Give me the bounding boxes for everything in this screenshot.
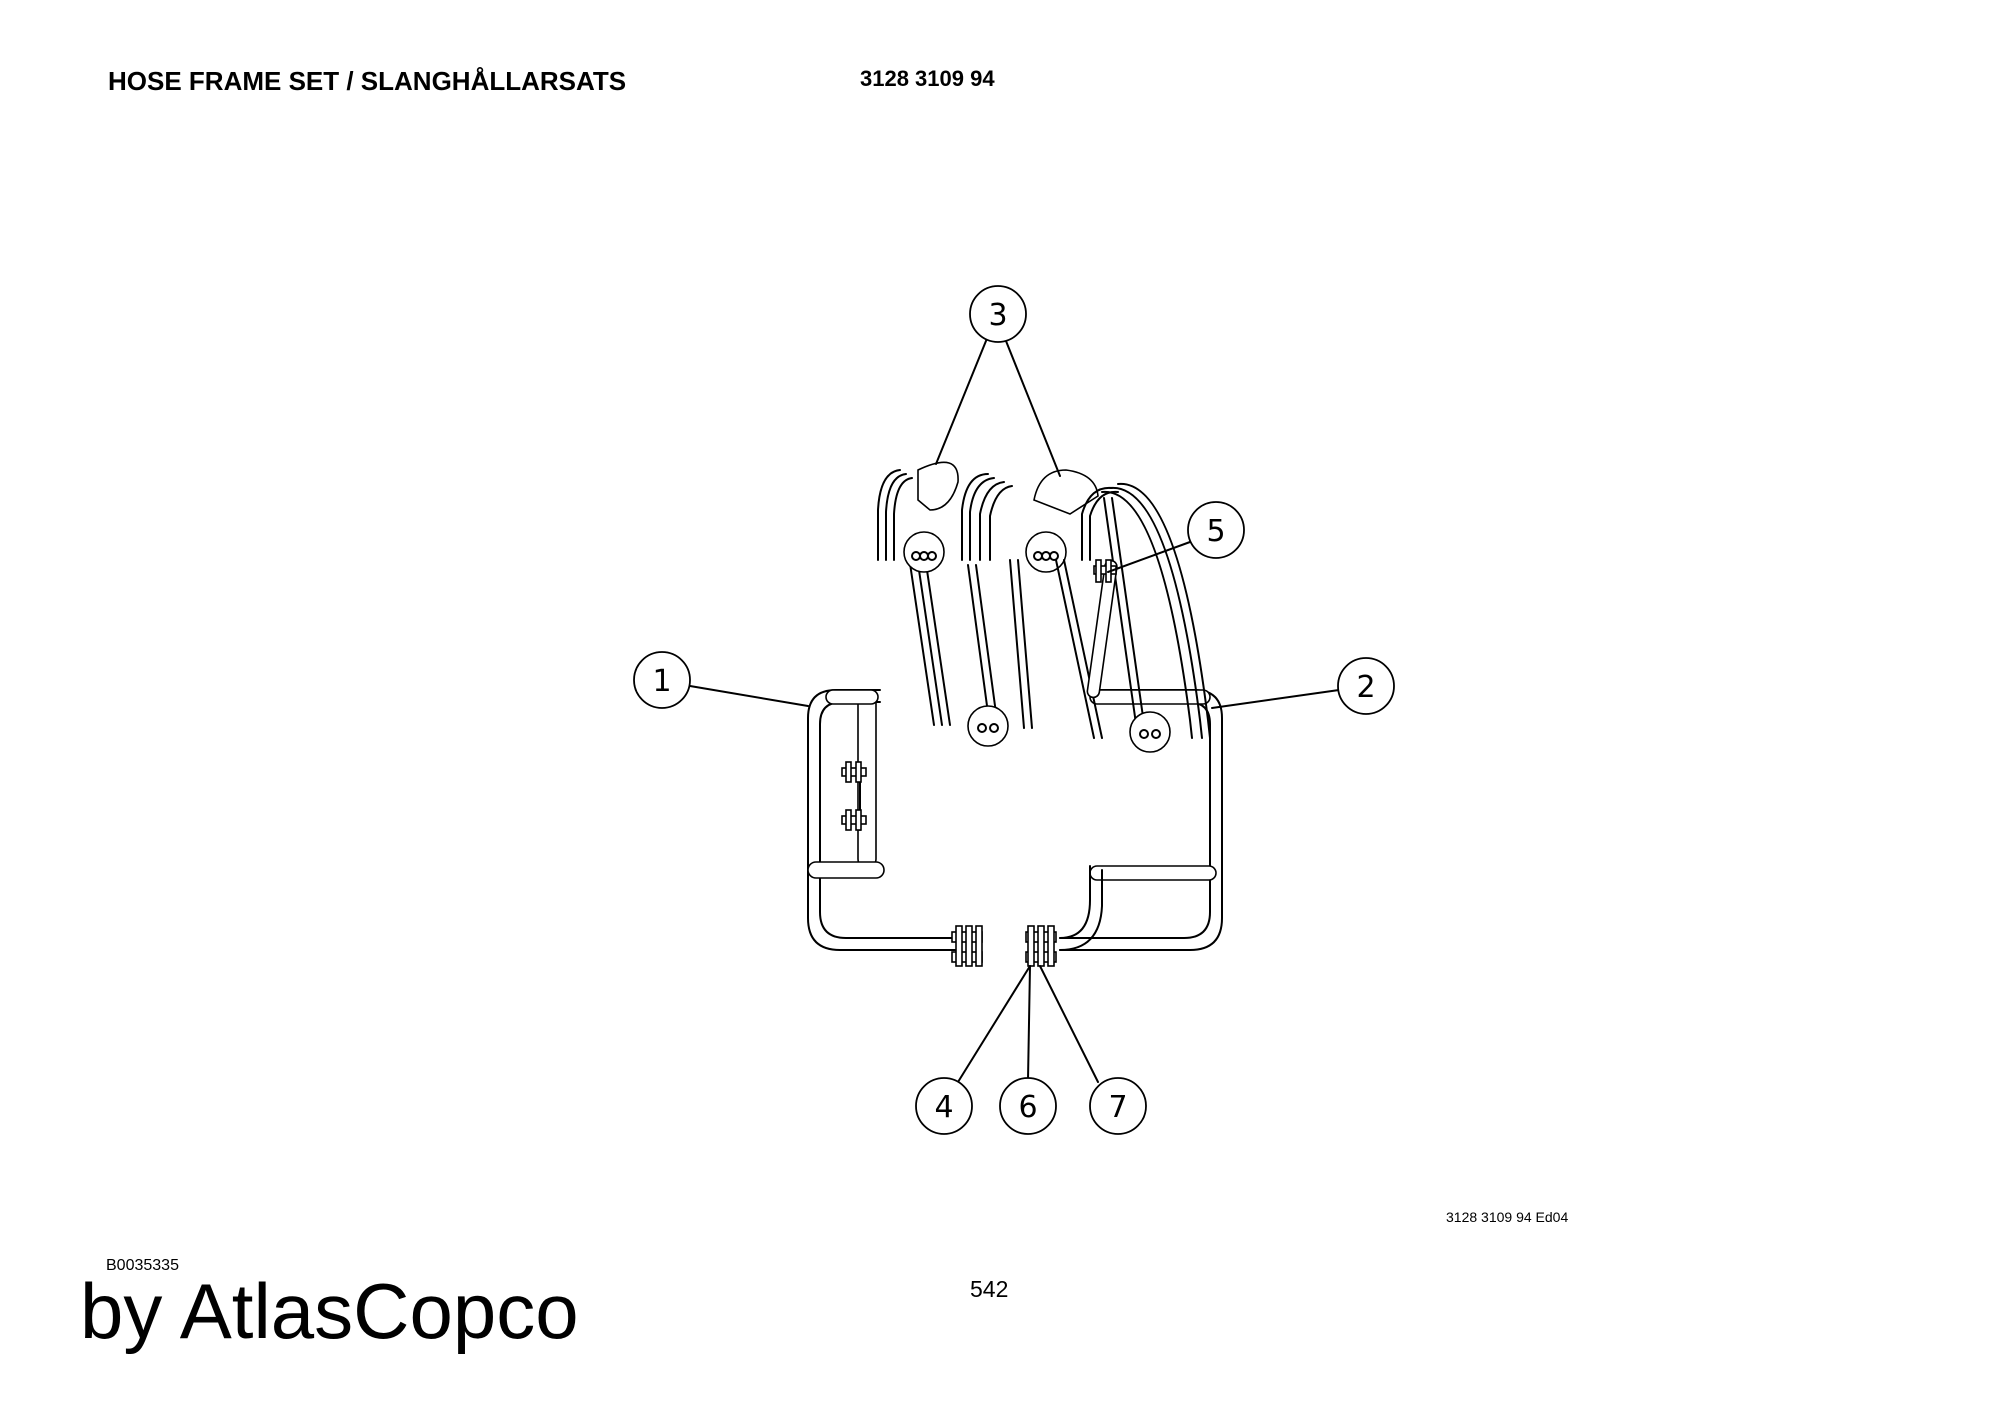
callout-4: 4 [915,1077,973,1135]
callout-2: 2 [1337,657,1395,715]
callout-7: 7 [1089,1077,1147,1135]
callout-6-label: 6 [1018,1090,1037,1125]
callout-2-label: 2 [1356,670,1375,705]
callout-3-label: 3 [988,298,1007,333]
callout-5: 5 [1187,501,1245,559]
left-flange [951,925,983,967]
left-hose-frame [807,689,983,967]
hose-bundle-right [1025,469,1211,753]
callout-4-label: 4 [934,1090,953,1125]
callout-5-label: 5 [1206,514,1225,549]
left-clamp-lower [841,809,867,831]
page-number: 542 [970,1276,1009,1302]
hose-bundle-middle [961,473,1033,747]
hose-bundle-left [877,461,959,726]
callout-6: 6 [999,1077,1057,1135]
callout-1-label: 1 [652,664,671,699]
callout-7-label: 7 [1108,1090,1127,1125]
page-title: HOSE FRAME SET / SLANGHÅLLARSATS [108,66,627,96]
leader-lines [689,335,1340,1083]
right-flange [1025,925,1057,967]
brand-watermark: by AtlasCopco [80,1267,579,1355]
left-clamp-upper [841,761,867,783]
right-hose-frame [1025,689,1223,967]
callout-1: 1 [633,651,691,709]
part-number: 3128 3109 94 [860,66,995,91]
edition-label: 3128 3109 94 Ed04 [1446,1209,1569,1225]
image-reference: B0035335 [106,1257,179,1274]
callout-3: 3 [969,285,1027,343]
